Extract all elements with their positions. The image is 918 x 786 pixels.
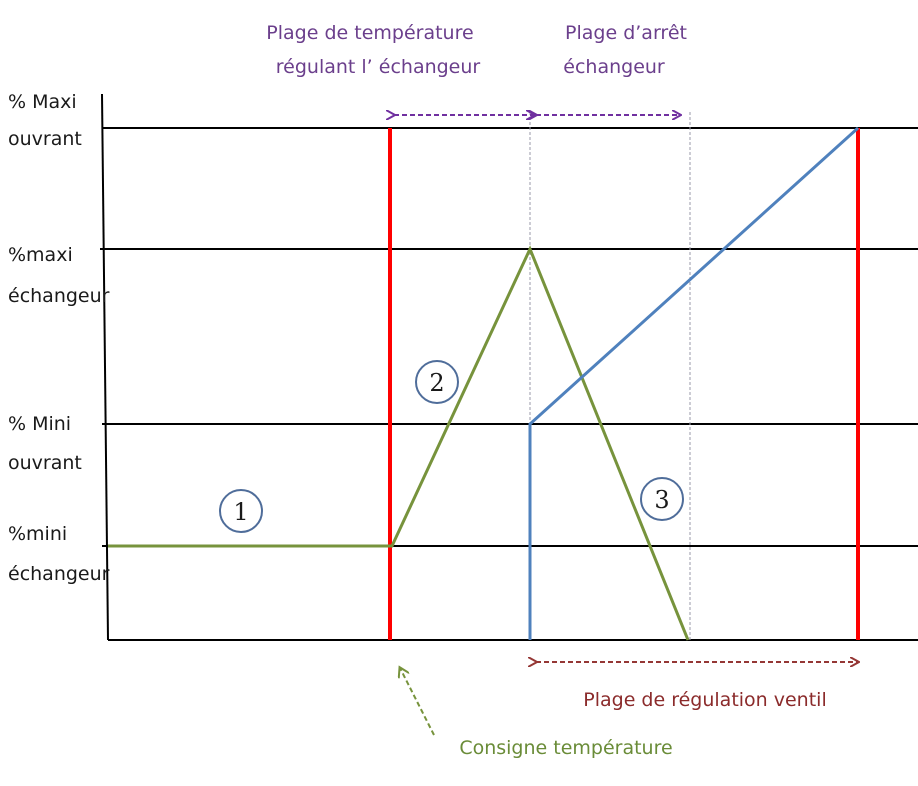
y-axis <box>101 93 109 641</box>
y-label-mini-ouvrant-1: % Mini <box>8 413 71 435</box>
zone-marker-3-label: 3 <box>654 486 669 514</box>
stop-range-label-2: échangeur <box>563 56 665 78</box>
zone-marker-2-label: 2 <box>429 369 444 397</box>
setpoint-label: Consigne température <box>459 737 672 759</box>
zone-marker-1-label: 1 <box>233 498 248 526</box>
regulating-range-label-1: Plage de température <box>266 22 473 44</box>
zone-marker-1: 1 <box>219 489 263 533</box>
zone-marker-3: 3 <box>640 477 684 521</box>
vent-range-label: Plage de régulation ventil <box>583 689 826 711</box>
y-label-maxi-ouvrant-1: % Maxi <box>8 91 77 113</box>
regulating-range-label-2: régulant l’ échangeur <box>276 56 481 78</box>
y-label-maxi-echangeur-2: échangeur <box>8 285 110 307</box>
exchanger-curve <box>108 245 690 641</box>
y-label-mini-echangeur-1: %mini <box>8 523 67 545</box>
y-label-mini-echangeur-2: échangeur <box>8 563 110 585</box>
y-label-mini-ouvrant-2: ouvrant <box>8 452 82 474</box>
zone-marker-2: 2 <box>415 360 459 404</box>
vent-curve <box>528 126 860 640</box>
y-label-maxi-echangeur-1: %maxi <box>8 244 73 266</box>
y-label-maxi-ouvrant-2: ouvrant <box>8 128 82 150</box>
setpoint-arrow <box>400 668 435 736</box>
stop-range-label-1: Plage d’arrêt <box>565 22 687 44</box>
